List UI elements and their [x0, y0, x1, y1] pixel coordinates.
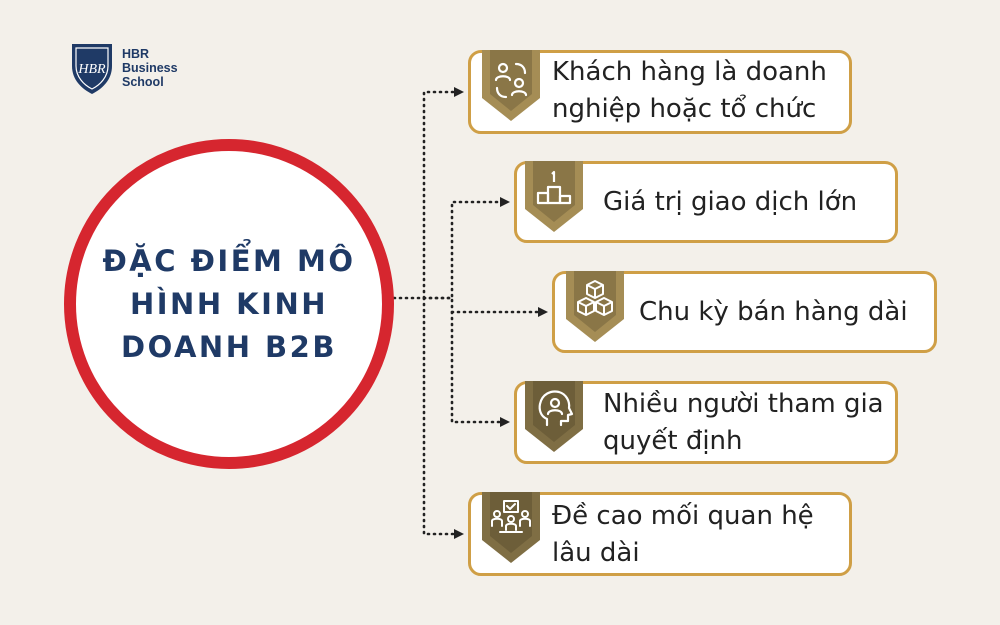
- svg-text:HBR: HBR: [77, 62, 106, 77]
- cubes-icon: [566, 271, 624, 342]
- item-card-3: Chu kỳ bán hàng dài: [552, 271, 937, 353]
- logo-line-3: School: [122, 75, 164, 89]
- shield-icon: HBR: [72, 44, 112, 94]
- item-4-line-1: Nhiều người tham gia: [603, 389, 884, 419]
- podium-icon: [525, 161, 583, 232]
- hbr-logo: HBR HBR Business School: [68, 40, 208, 96]
- connector-2: [422, 197, 510, 300]
- item-card-2: Giá trị giao dịch lớn: [514, 161, 898, 243]
- item-card-4: Nhiều người tham gia quyết định: [514, 381, 898, 464]
- item-5-line-1: Đề cao mối quan hệ: [552, 501, 814, 531]
- center-circle: ĐẶC ĐIỂM MÔ HÌNH KINH DOANH B2B: [64, 139, 394, 469]
- item-2-line-1: Giá trị giao dịch lớn: [603, 187, 858, 217]
- item-5-line-2: lâu dài: [552, 538, 640, 568]
- item-1-line-2: nghiệp hoặc tổ chức: [552, 94, 817, 124]
- center-title: ĐẶC ĐIỂM MÔ HÌNH KINH DOANH B2B: [102, 243, 356, 364]
- item-card-1: Khách hàng là doanh nghiệp hoặc tổ chức: [468, 50, 852, 134]
- logo-line-1: HBR: [122, 47, 150, 61]
- item-card-5: Đề cao mối quan hệ lâu dài: [468, 492, 852, 576]
- head-user-icon: [525, 381, 583, 452]
- connector-1: [386, 87, 464, 300]
- user-exchange-icon: [482, 50, 540, 121]
- item-3-line-1: Chu kỳ bán hàng dài: [639, 297, 908, 327]
- item-1-line-1: Khách hàng là doanh: [552, 57, 827, 87]
- connector-3: [422, 296, 548, 317]
- connector-5: [422, 296, 464, 539]
- connector-4: [450, 310, 510, 427]
- item-4-line-2: quyết định: [603, 426, 743, 456]
- logo-line-2: Business: [122, 61, 178, 75]
- team-meeting-icon: [482, 492, 540, 563]
